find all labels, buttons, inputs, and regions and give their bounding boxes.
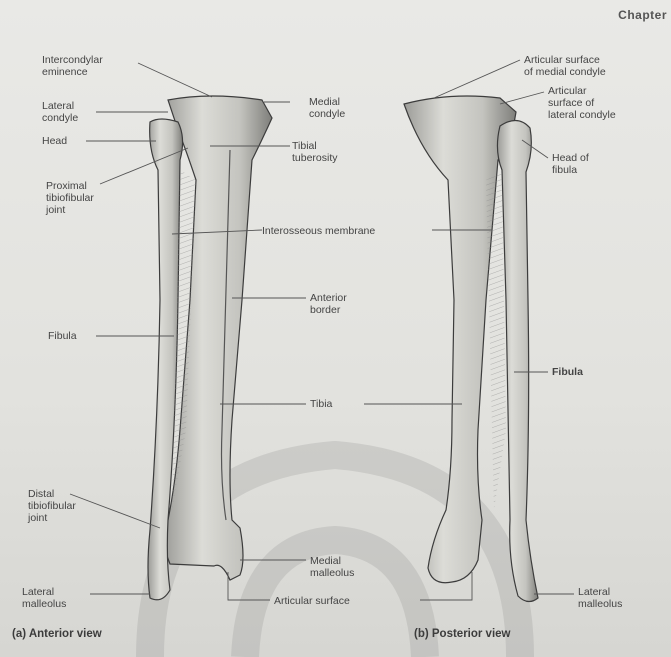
label-head: Head (42, 135, 67, 147)
label-lateral-malleolus-posterior: Lateral malleolus (578, 586, 622, 610)
label-medial-condyle: Medial condyle (309, 96, 345, 120)
label-intercondylar-eminence: Intercondylar eminence (42, 54, 103, 78)
label-articular-surface: Articular surface (274, 595, 350, 607)
label-interosseous-membrane: Interosseous membrane (262, 225, 375, 237)
label-fibula-anterior: Fibula (48, 330, 77, 342)
label-anterior-border: Anterior border (310, 292, 347, 316)
label-fibula-posterior: Fibula (552, 366, 583, 378)
posterior-interosseous-membrane (486, 172, 506, 510)
label-tibia: Tibia (310, 398, 332, 410)
label-lateral-malleolus-anterior: Lateral malleolus (22, 586, 66, 610)
caption-anterior-view: (a) Anterior view (12, 628, 102, 640)
label-medial-malleolus: Medial malleolus (310, 555, 354, 579)
label-head-of-fibula: Head of fibula (552, 152, 589, 176)
label-lateral-condyle: Lateral condyle (42, 100, 78, 124)
label-proximal-tibiofibular-joint: Proximal tibiofibular joint (46, 180, 94, 216)
label-tibial-tuberosity: Tibial tuberosity (292, 140, 338, 164)
label-articular-surface-medial-condyle: Articular surface of medial condyle (524, 54, 606, 78)
label-distal-tibiofibular-joint: Distal tibiofibular joint (28, 488, 76, 524)
caption-posterior-view: (b) Posterior view (414, 628, 511, 640)
label-articular-surface-lateral-condyle: Articular surface of lateral condyle (548, 85, 616, 121)
